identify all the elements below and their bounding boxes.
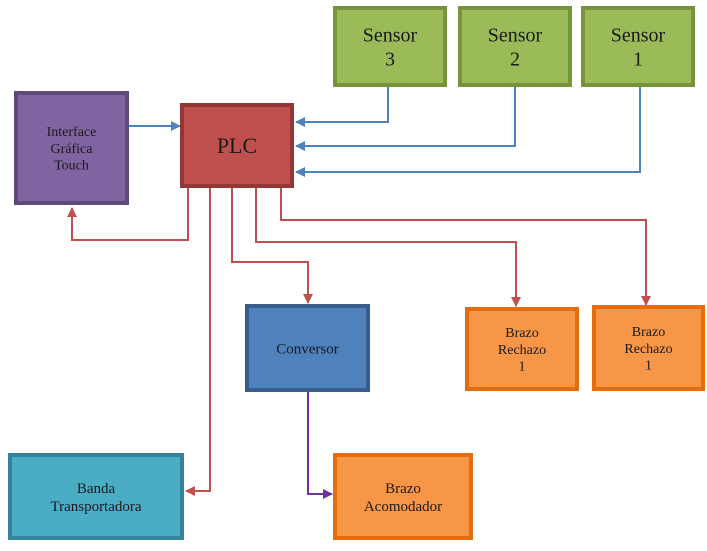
banda-block [8, 453, 184, 540]
label-line: Sensor [488, 25, 543, 47]
label-line: 3 [385, 49, 395, 71]
label-line: Brazo [385, 481, 421, 497]
connectors [67, 85, 651, 499]
connector-sensor3-plc [295, 85, 389, 127]
label-line: Brazo [505, 326, 538, 341]
label-line: Rechazo [624, 342, 672, 357]
label-line: Banda [77, 481, 116, 497]
label-line: Acomodador [364, 499, 442, 515]
label-line: 1 [645, 359, 652, 374]
sensor-3-block [333, 6, 447, 87]
brazo-rechazo-a-block [465, 307, 579, 391]
plc-label: PLC [217, 133, 257, 158]
label-line: PLC [217, 133, 257, 158]
label-line: Sensor [611, 25, 666, 47]
label-line: Interface [47, 125, 97, 140]
connector-conversor-acomodador [307, 391, 333, 499]
label-line: Touch [54, 159, 89, 174]
label-line: Sensor [363, 25, 418, 47]
connector-plc-brazo-rechazo-a [255, 188, 521, 307]
label-line: Brazo [632, 325, 665, 340]
label-line: Gráfica [51, 142, 94, 157]
interface-block [14, 91, 129, 205]
connector-sensor2-plc [295, 85, 516, 151]
label-line: Transportadora [50, 499, 141, 515]
connector-plc-banda [185, 188, 211, 496]
acomodador-block [333, 453, 473, 540]
sensor-1-block [581, 6, 695, 87]
label-line: 1 [519, 360, 526, 375]
label-line: 2 [510, 49, 520, 71]
connector-plc-interface [67, 188, 189, 241]
brazo-rechazo-b-block [592, 305, 705, 391]
connector-plc-brazo-rechazo-b [280, 188, 651, 306]
label-line: 1 [633, 49, 643, 71]
label-line: Conversor [276, 341, 339, 357]
sensor-2-block [458, 6, 572, 87]
conversor-label: Conversor [276, 341, 339, 357]
connector-plc-conversor [231, 188, 313, 304]
label-line: Rechazo [498, 343, 546, 358]
plc-block [180, 103, 294, 188]
conversor-block [245, 304, 370, 392]
connector-sensor1-plc [295, 85, 641, 177]
